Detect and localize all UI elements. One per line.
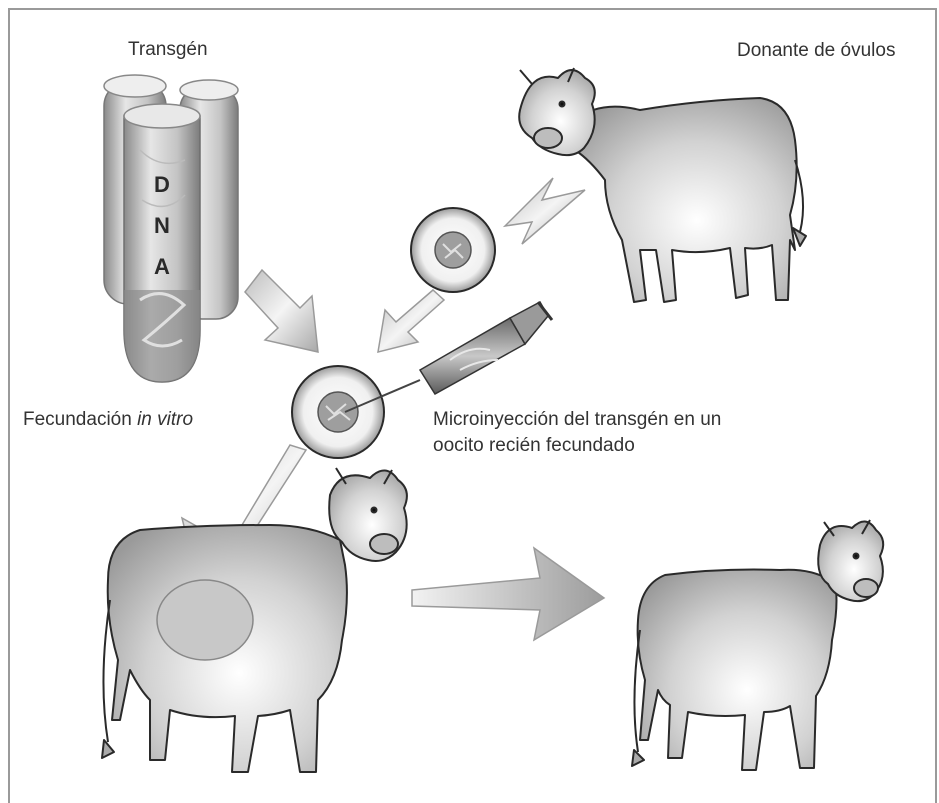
transgen-label: Transgén — [128, 37, 208, 63]
microinjection-line-2: oocito recién fecundado — [433, 433, 721, 459]
microinjection-line-1: Microinyección del transgén en un — [433, 407, 721, 433]
in-vitro-text: in vitro — [137, 409, 193, 430]
arrow-to-offspring-icon — [412, 548, 604, 640]
tube-letter-n: N — [154, 213, 170, 238]
in-vitro-fertilization-label: Fecundación in vitro — [23, 407, 193, 433]
arrow-tubes-to-dish-icon — [245, 270, 318, 352]
egg-donor-label: Donante de óvulos — [737, 38, 895, 64]
microinjection-label: Microinyección del transgén en un oocito… — [433, 407, 721, 459]
arrow-oocyte-to-dish-icon — [378, 290, 444, 352]
offspring-cow-icon — [632, 520, 883, 770]
tube-letter-d: D — [154, 172, 170, 197]
tube-letter-a: A — [154, 254, 170, 279]
dna-tubes-icon: D N A — [104, 75, 238, 382]
oocyte-dish-icon — [411, 208, 495, 292]
donor-cow-icon — [519, 68, 806, 302]
fertilization-text: Fecundación — [23, 409, 132, 430]
arrow-donor-to-oocyte-icon — [505, 178, 585, 244]
fertilized-dish-icon — [292, 366, 384, 458]
